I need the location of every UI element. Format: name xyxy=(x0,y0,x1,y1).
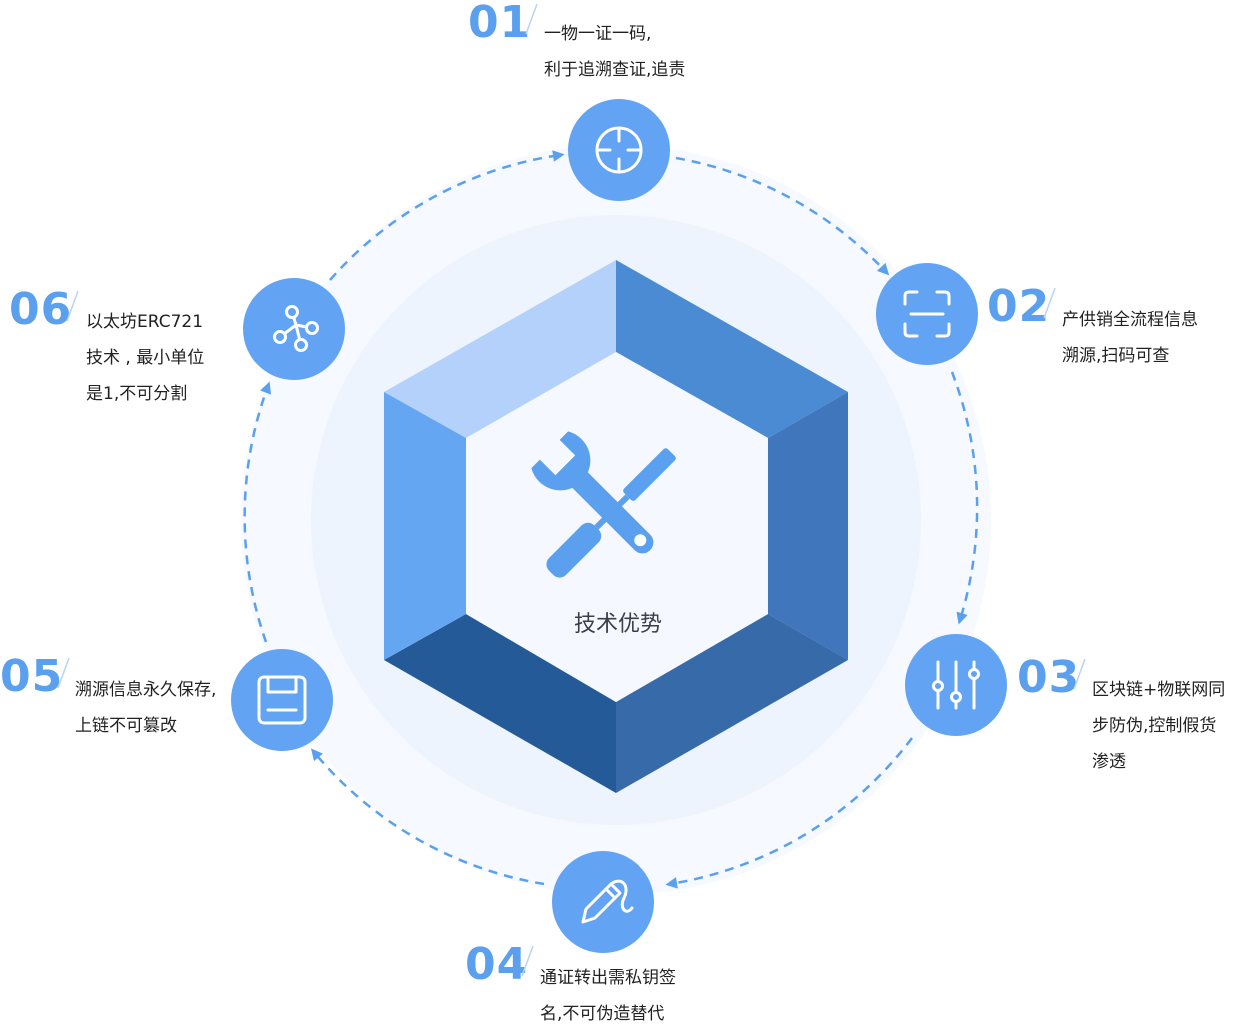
feature-desc-04-line-1: 通证转出需私钥签 xyxy=(540,968,676,988)
feature-number-03: 03 xyxy=(1017,652,1080,703)
hex-face-bottom-left xyxy=(384,614,616,793)
node-05 xyxy=(231,649,333,751)
arrow-03-to-04 xyxy=(665,737,913,889)
node-03 xyxy=(905,634,1007,736)
center-title: 技术优势 xyxy=(573,612,662,637)
tools-icon xyxy=(531,431,676,578)
feature-number-01: 01 xyxy=(468,0,531,48)
connector-arrows xyxy=(243,150,979,889)
node-02 xyxy=(876,263,978,365)
arrow-06-to-01 xyxy=(329,150,565,281)
feature-desc-06-line-3: 是1,不可分割 xyxy=(86,384,188,404)
feature-slash-03 xyxy=(1073,658,1086,690)
hex-face-right xyxy=(768,392,848,660)
feature-slash-02 xyxy=(1043,287,1056,319)
node-01 xyxy=(568,99,670,201)
feature-desc-02-line-2: 溯源,扫码可查 xyxy=(1062,346,1170,366)
feature-desc-03-line-1: 区块链+物联网同 xyxy=(1092,680,1226,700)
feature-slash-05 xyxy=(57,657,70,689)
feature-desc-01-line-2: 利于追溯查证,追责 xyxy=(544,60,686,80)
feature-slash-04 xyxy=(521,945,534,977)
feature-desc-02-line-1: 产供销全流程信息 xyxy=(1062,310,1198,330)
feature-desc-06-line-1: 以太坊ERC721 xyxy=(86,312,204,332)
hex-face-top-left xyxy=(384,260,616,438)
feature-slash-06 xyxy=(66,290,79,322)
feature-slash-01 xyxy=(525,3,538,35)
feature-number-06: 06 xyxy=(9,284,72,335)
feature-desc-05-line-2: 上链不可篡改 xyxy=(75,716,177,736)
target-icon xyxy=(595,126,643,174)
node-04 xyxy=(552,851,654,953)
feature-desc-04-line-2: 名,不可伪造替代 xyxy=(540,1004,665,1024)
feature-number-05: 05 xyxy=(0,651,63,702)
feature-desc-06: 以太坊ERC721 技术 , 最小单位 是1,不可分割 xyxy=(86,304,204,412)
feature-desc-01: 一物一证一码, 利于追溯查证,追责 xyxy=(544,16,685,88)
arrow-01-to-02 xyxy=(675,156,890,276)
feature-desc-05: 溯源信息永久保存, 上链不可篡改 xyxy=(75,672,216,744)
feature-desc-04: 通证转出需私钥签 名,不可伪造替代 xyxy=(540,960,676,1032)
save-icon xyxy=(257,675,307,725)
hex-face-left xyxy=(384,392,466,660)
feature-desc-03: 区块链+物联网同 步防伪,控制假货 渗透 xyxy=(1092,672,1225,780)
arrow-05-to-06 xyxy=(243,381,272,643)
feature-number-02: 02 xyxy=(987,281,1050,332)
arrow-04-to-05 xyxy=(311,748,545,886)
feature-desc-03-line-2: 步防伪,控制假货 xyxy=(1092,716,1217,736)
network-icon xyxy=(273,305,319,352)
hex-face-top-right xyxy=(616,260,848,438)
feature-number-04: 04 xyxy=(465,939,528,990)
feature-desc-02: 产供销全流程信息 溯源,扫码可查 xyxy=(1062,302,1198,374)
pen-icon xyxy=(581,879,634,924)
scan-icon xyxy=(903,290,951,338)
feature-desc-06-line-2: 技术 , 最小单位 xyxy=(86,348,205,368)
feature-desc-05-line-1: 溯源信息永久保存, xyxy=(75,680,217,700)
node-06 xyxy=(243,278,345,380)
hex-face-bottom-right xyxy=(616,614,848,793)
feature-desc-01-line-1: 一物一证一码, xyxy=(544,24,652,44)
center-hexagon xyxy=(384,260,848,793)
feature-desc-03-line-3: 渗透 xyxy=(1092,752,1126,772)
sliders-icon xyxy=(932,660,980,710)
